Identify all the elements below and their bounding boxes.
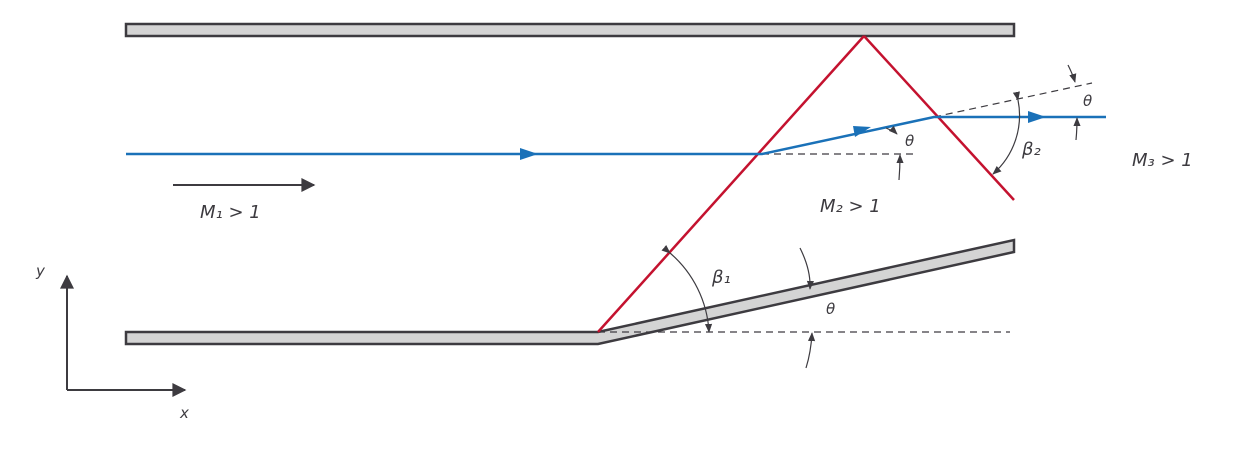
m3-label: M₃ > 1	[1132, 150, 1193, 171]
streamline-arrow-2	[853, 126, 871, 137]
beta1-label: β₁	[711, 267, 731, 288]
theta-label-mid: θ	[905, 132, 914, 150]
theta-corner-arc-lower	[805, 332, 816, 369]
theta-mid-arc-lower	[896, 154, 904, 181]
theta-label-corner: θ	[826, 300, 835, 318]
streamline-arrow-1	[520, 148, 538, 160]
theta-upper-arc-lower	[1073, 117, 1081, 141]
streamline-arrow-3	[1028, 111, 1046, 123]
incident-shock	[597, 35, 865, 333]
m2-label: M₂ > 1	[820, 196, 881, 217]
theta-corner-arc	[799, 247, 815, 290]
y-axis-label: y	[35, 262, 46, 280]
beta1-angle-arc	[661, 244, 713, 333]
m1-label: M₁ > 1	[200, 202, 261, 223]
x-axis-label: x	[179, 404, 189, 422]
reference-line-upper	[933, 82, 1093, 118]
beta2-label: β₂	[1021, 139, 1041, 160]
theta-mid-arc	[885, 125, 898, 135]
streamline	[126, 115, 1106, 156]
lower-wall	[124, 238, 1016, 346]
beta2-angle-arc	[992, 91, 1021, 175]
upper-wall	[124, 22, 1016, 38]
theta-label-upper: θ	[1083, 92, 1092, 110]
theta-upper-arc	[1067, 64, 1077, 83]
